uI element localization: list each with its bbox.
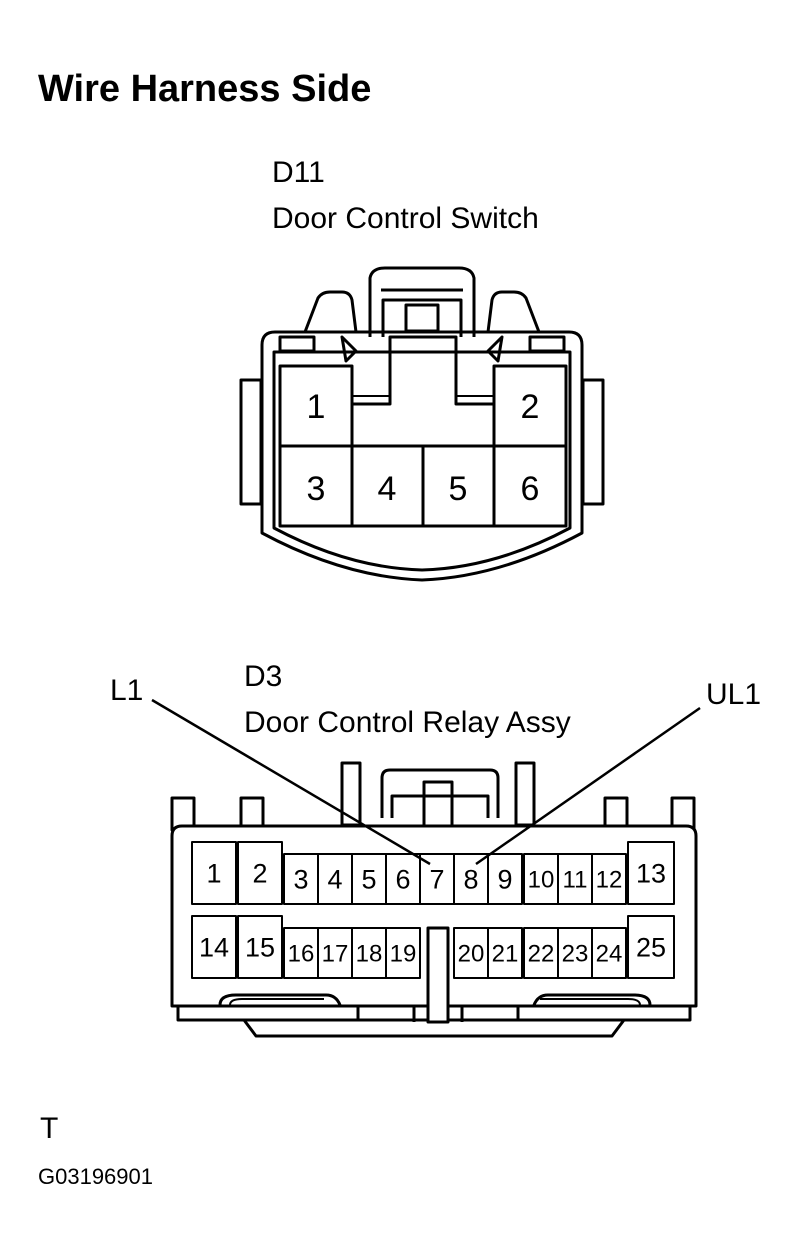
d11-inner-shell <box>272 350 572 572</box>
d11-pin-labels: 1 2 3 4 5 6 <box>307 388 540 508</box>
d11-pin-2: 2 <box>521 388 540 426</box>
figure-id: G03196901 <box>38 1164 153 1189</box>
d3-pin-13: 13 <box>636 859 666 889</box>
d3-pin-17: 17 <box>322 941 349 968</box>
d11-connector <box>239 266 605 582</box>
d11-corner-left <box>278 335 316 353</box>
d3-pin-21: 21 <box>492 941 519 968</box>
d3-base-lower <box>242 1019 626 1038</box>
d3-pin-6: 6 <box>395 865 410 895</box>
d11-code: D11 <box>272 156 325 189</box>
d3-pin-cell-19 <box>385 927 421 979</box>
d3-pin-4: 4 <box>327 865 342 895</box>
d11-right-arm <box>486 290 541 333</box>
d3-pin-19: 19 <box>390 941 417 968</box>
d3-outer-shell <box>170 824 698 1008</box>
d3-pin-12: 12 <box>596 867 623 894</box>
d11-chamfer-left <box>340 335 358 363</box>
d3-pin-16: 16 <box>288 941 315 968</box>
d3-pin-23: 23 <box>562 941 589 968</box>
d3-pin-cell-21 <box>487 927 523 979</box>
d3-pin-5: 5 <box>361 865 376 895</box>
d3-center-key <box>426 926 450 1024</box>
d3-pin-7: 7 <box>429 865 444 895</box>
d3-pin-14: 14 <box>199 933 229 963</box>
d3-pin-22: 22 <box>528 941 555 968</box>
d11-pin-3: 3 <box>307 470 326 508</box>
d11-latch-key <box>404 303 440 333</box>
d3-latch <box>380 768 500 818</box>
d3-pin-18: 18 <box>356 941 383 968</box>
d11-pin-1: 1 <box>307 388 326 426</box>
d3-pin-2: 2 <box>252 859 267 889</box>
d3-pin-cell-15 <box>237 915 283 979</box>
d11-left-arm <box>303 290 358 333</box>
footer-mark: T <box>40 1112 59 1145</box>
d3-post <box>340 761 362 827</box>
callout-l1: L1 <box>110 674 144 707</box>
d3-pin-cell-12 <box>591 853 627 905</box>
d11-pin-4: 4 <box>378 470 397 508</box>
d11-outer-shell <box>260 330 584 582</box>
page-title: Wire Harness Side <box>38 68 372 110</box>
callout-ul1: UL1 <box>706 678 762 711</box>
d11-latch-inner <box>381 298 463 337</box>
d11-name: Door Control Switch <box>272 202 539 235</box>
d3-pin-1: 1 <box>206 859 221 889</box>
d3-pin-11: 11 <box>563 867 588 894</box>
d11-corner-right <box>528 335 566 353</box>
d11-left-tab <box>239 378 263 506</box>
d3-pin-cell-14 <box>191 915 237 979</box>
callout-ul1-leader <box>475 706 701 866</box>
d3-rail-left-inner <box>229 998 324 1006</box>
d3-pin-cell-9 <box>487 853 523 905</box>
d3-pin-cell-2 <box>237 841 283 905</box>
d3-connector <box>170 761 698 1038</box>
d3-pin-20: 20 <box>458 941 485 968</box>
d3-latch-key-top <box>422 780 454 798</box>
d3-pin-cell-25 <box>627 915 675 979</box>
d3-rail-left <box>218 993 342 1006</box>
d3-pin-3: 3 <box>293 865 308 895</box>
d3-rail-right-inner <box>540 998 641 1006</box>
d11-chamfer-right <box>486 335 504 363</box>
d3-latch-key <box>422 794 454 828</box>
d3-rail-right <box>532 993 652 1006</box>
d3-post <box>514 761 536 827</box>
callout-l1-leader <box>151 698 431 866</box>
d11-latch <box>368 266 476 337</box>
d3-latch-inner <box>390 794 490 818</box>
d3-pin-24: 24 <box>596 941 623 968</box>
d11-pin-6: 6 <box>521 470 540 508</box>
d3-pin-25: 25 <box>636 933 666 963</box>
d3-pin-15: 15 <box>245 933 275 963</box>
d3-pin-9: 9 <box>497 865 512 895</box>
d3-pin-cell-1 <box>191 841 237 905</box>
d3-pin-cells <box>191 841 675 979</box>
d3-code: D3 <box>244 660 283 693</box>
d11-pin-5: 5 <box>449 470 468 508</box>
d3-pin-8: 8 <box>463 865 478 895</box>
d11-right-tab <box>581 378 605 506</box>
d3-pin-cell-13 <box>627 841 675 905</box>
d3-pin-10: 10 <box>528 867 555 894</box>
d3-pin-cell-24 <box>591 927 627 979</box>
d3-name: Door Control Relay Assy <box>244 706 571 739</box>
